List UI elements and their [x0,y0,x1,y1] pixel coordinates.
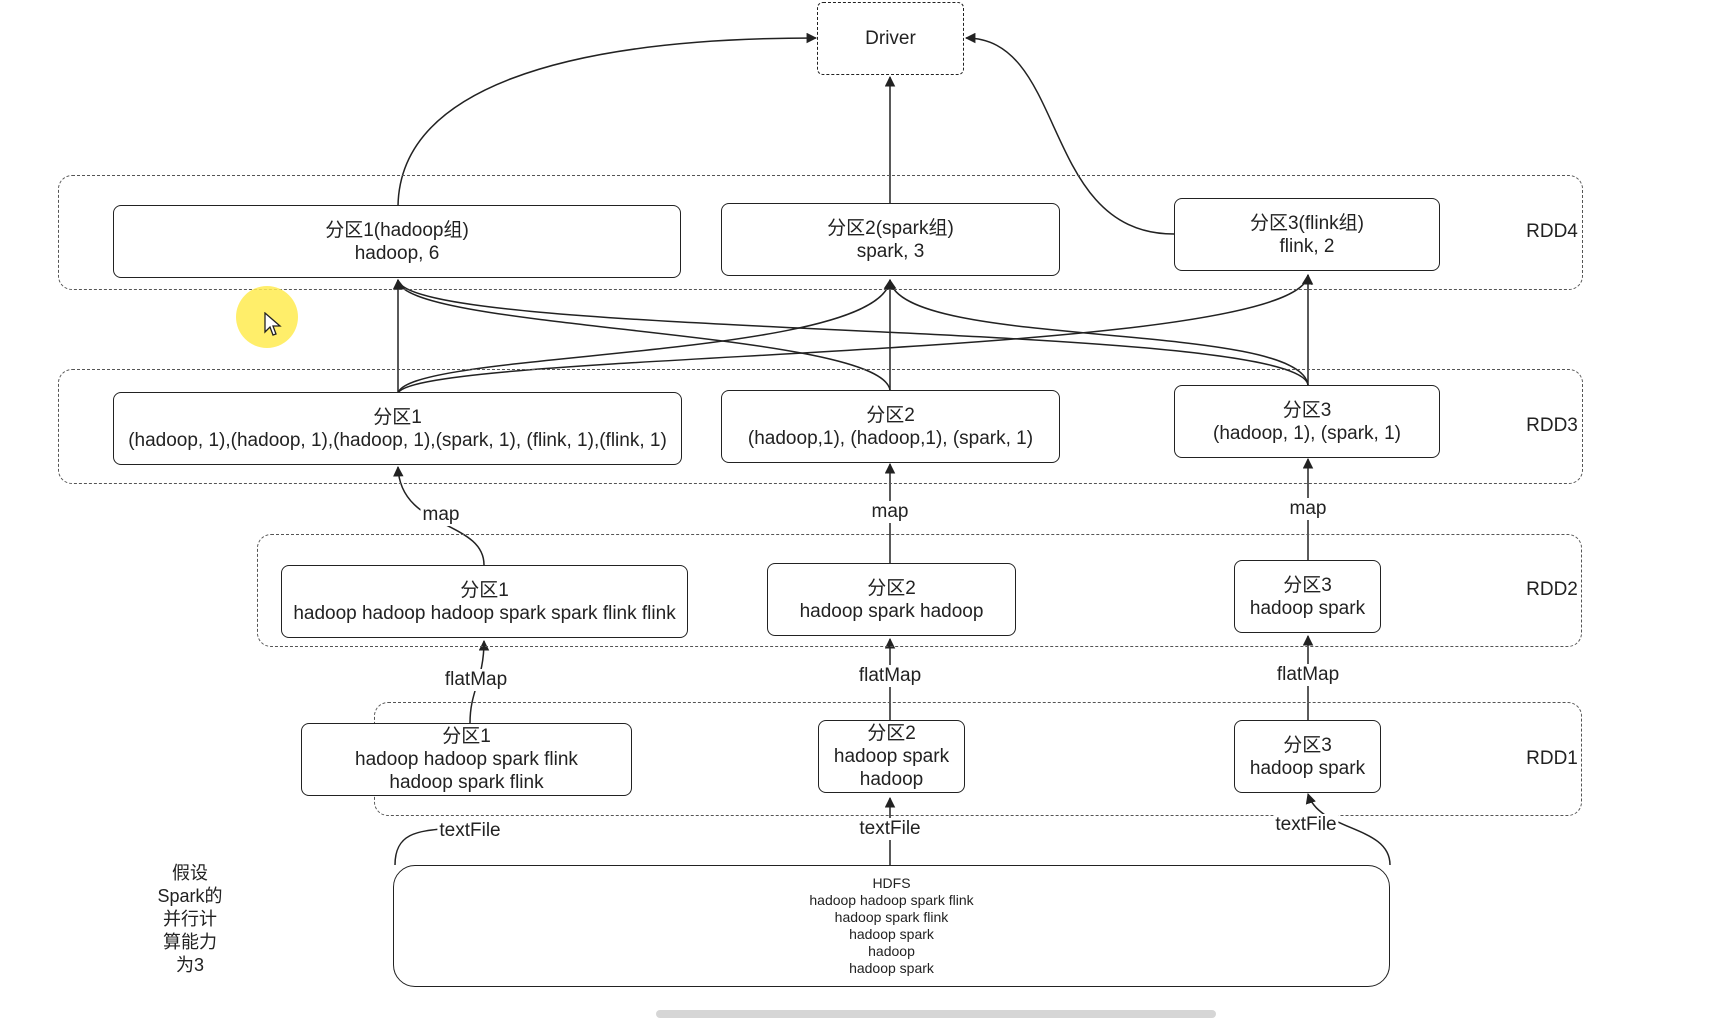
driver-label: Driver [865,28,916,49]
map-label-1: map [420,504,462,526]
map-label-3: map [1287,498,1329,520]
rdd4-partition-2: 分区2(spark组) spark, 3 [721,203,1060,276]
rdd2-p1-title: 分区1 [460,579,509,601]
edge-rdd4p1-driver [397,32,818,207]
edge-rdd4p3-driver [964,32,1175,235]
rdd3-p2-title: 分区2 [866,404,915,426]
mouse-cursor-icon [264,312,282,336]
edge-rdd3p1-rdd4p3 [397,273,1313,394]
hdfs-node: HDFS hadoop hadoop spark flink hadoop sp… [393,865,1390,987]
hdfs-line: hadoop spark flink [834,909,949,925]
map-label-2: map [869,501,911,523]
rdd2-label: RDD2 [1526,579,1578,600]
rdd4-p1-title: 分区1(hadoop组) [325,219,469,241]
rdd2-group [257,534,1582,647]
textfile-label-2: textFile [857,818,923,840]
rdd2-p2-value: hadoop spark hadoop [799,600,984,622]
rdd1-p1-line1: hadoop hadoop spark flink [355,749,578,770]
rdd1-partition-3: 分区3 hadoop spark [1234,720,1381,793]
rdd4-label: RDD4 [1526,221,1578,242]
note-line: 算能力 [163,932,217,952]
rdd1-partition-1: 分区1 hadoop hadoop spark flink hadoop spa… [301,723,632,796]
hdfs-line: hadoop hadoop spark flink [809,892,974,908]
rdd4-p2-value: spark, 3 [856,240,925,262]
rdd3-p3-title: 分区3 [1282,399,1332,421]
hdfs-line: hadoop spark [849,960,934,976]
rdd2-partition-3: 分区3 hadoop spark [1234,560,1381,633]
hdfs-title: HDFS [872,875,911,891]
rdd1-p2-line2: hadoop [859,769,924,790]
hdfs-line: hadoop spark [849,926,934,942]
rdd3-p1-value: (hadoop, 1),(hadoop, 1),(hadoop, 1),(spa… [128,429,667,451]
rdd2-p3-value: hadoop spark [1249,597,1366,619]
horizontal-scrollbar[interactable] [656,1010,1216,1018]
note-line: 并行计 [163,909,217,929]
rdd4-partition-3: 分区3(flink组) flink, 2 [1174,198,1440,271]
hdfs-line: hadoop [868,943,915,959]
rdd1-p3-line1: hadoop spark [1249,757,1366,779]
rdd3-group [58,369,1583,484]
textfile-label-1: textFile [437,820,503,842]
rdd1-p2-line1: hadoop spark [833,746,950,767]
rdd3-partition-3: 分区3 (hadoop, 1), (spark, 1) [1174,385,1440,458]
rdd1-label: RDD1 [1526,748,1578,769]
edge-hdfs-rdd1p3 [1305,792,1391,866]
rdd2-partition-2: 分区2 hadoop spark hadoop [767,563,1016,636]
rdd4-p3-title: 分区3(flink组) [1249,212,1364,234]
rdd3-p3-value: (hadoop, 1), (spark, 1) [1213,422,1401,444]
rdd3-partition-1: 分区1 (hadoop, 1),(hadoop, 1),(hadoop, 1),… [113,392,682,465]
rdd2-p1-value: hadoop hadoop hadoop spark spark flink f… [293,602,676,624]
note-line: Spark的 [157,886,223,906]
note-line: 假设 [172,863,208,883]
rdd4-partition-1: 分区1(hadoop组) hadoop, 6 [113,205,681,278]
rdd1-p1-line2: hadoop spark flink [389,772,544,793]
edge-rdd3p3-rdd4p1 [394,278,1309,386]
rdd2-p2-title: 分区2 [867,577,916,599]
rdd3-p2-value: (hadoop,1), (hadoop,1), (spark, 1) [747,427,1034,449]
driver-node: Driver [817,2,964,75]
edge-rdd3p2-rdd4p1 [393,278,891,391]
parallelism-note: 假设 Spark的 并行计 算能力 为3 [150,862,230,977]
rdd1-p1-title: 分区1 [442,726,491,747]
rdd1-p2-title: 分区2 [867,723,916,744]
rdd3-partition-2: 分区2 (hadoop,1), (hadoop,1), (spark, 1) [721,390,1060,463]
rdd3-label: RDD3 [1526,415,1578,436]
rdd1-partition-2: 分区2 hadoop spark hadoop [818,720,965,793]
rdd4-p1-value: hadoop, 6 [354,242,440,264]
flatmap-label-1: flatMap [442,669,510,691]
rdd3-p1-title: 分区1 [373,406,422,428]
rdd1-p3-title: 分区3 [1283,734,1332,756]
flatmap-label-3: flatMap [1274,664,1342,686]
rdd2-p3-title: 分区3 [1283,574,1332,596]
flatmap-label-2: flatMap [856,665,924,687]
rdd2-partition-1: 分区1 hadoop hadoop hadoop spark spark fli… [281,565,688,638]
rdd4-group [58,175,1583,290]
rdd4-p2-title: 分区2(spark组) [827,217,954,239]
note-line: 为3 [175,955,204,975]
edge-rdd3p1-rdd4p2 [397,278,894,394]
textfile-label-3: textFile [1273,814,1339,836]
edge-rdd3p3-rdd4p2 [886,278,1309,386]
rdd4-p3-value: flink, 2 [1279,235,1335,257]
